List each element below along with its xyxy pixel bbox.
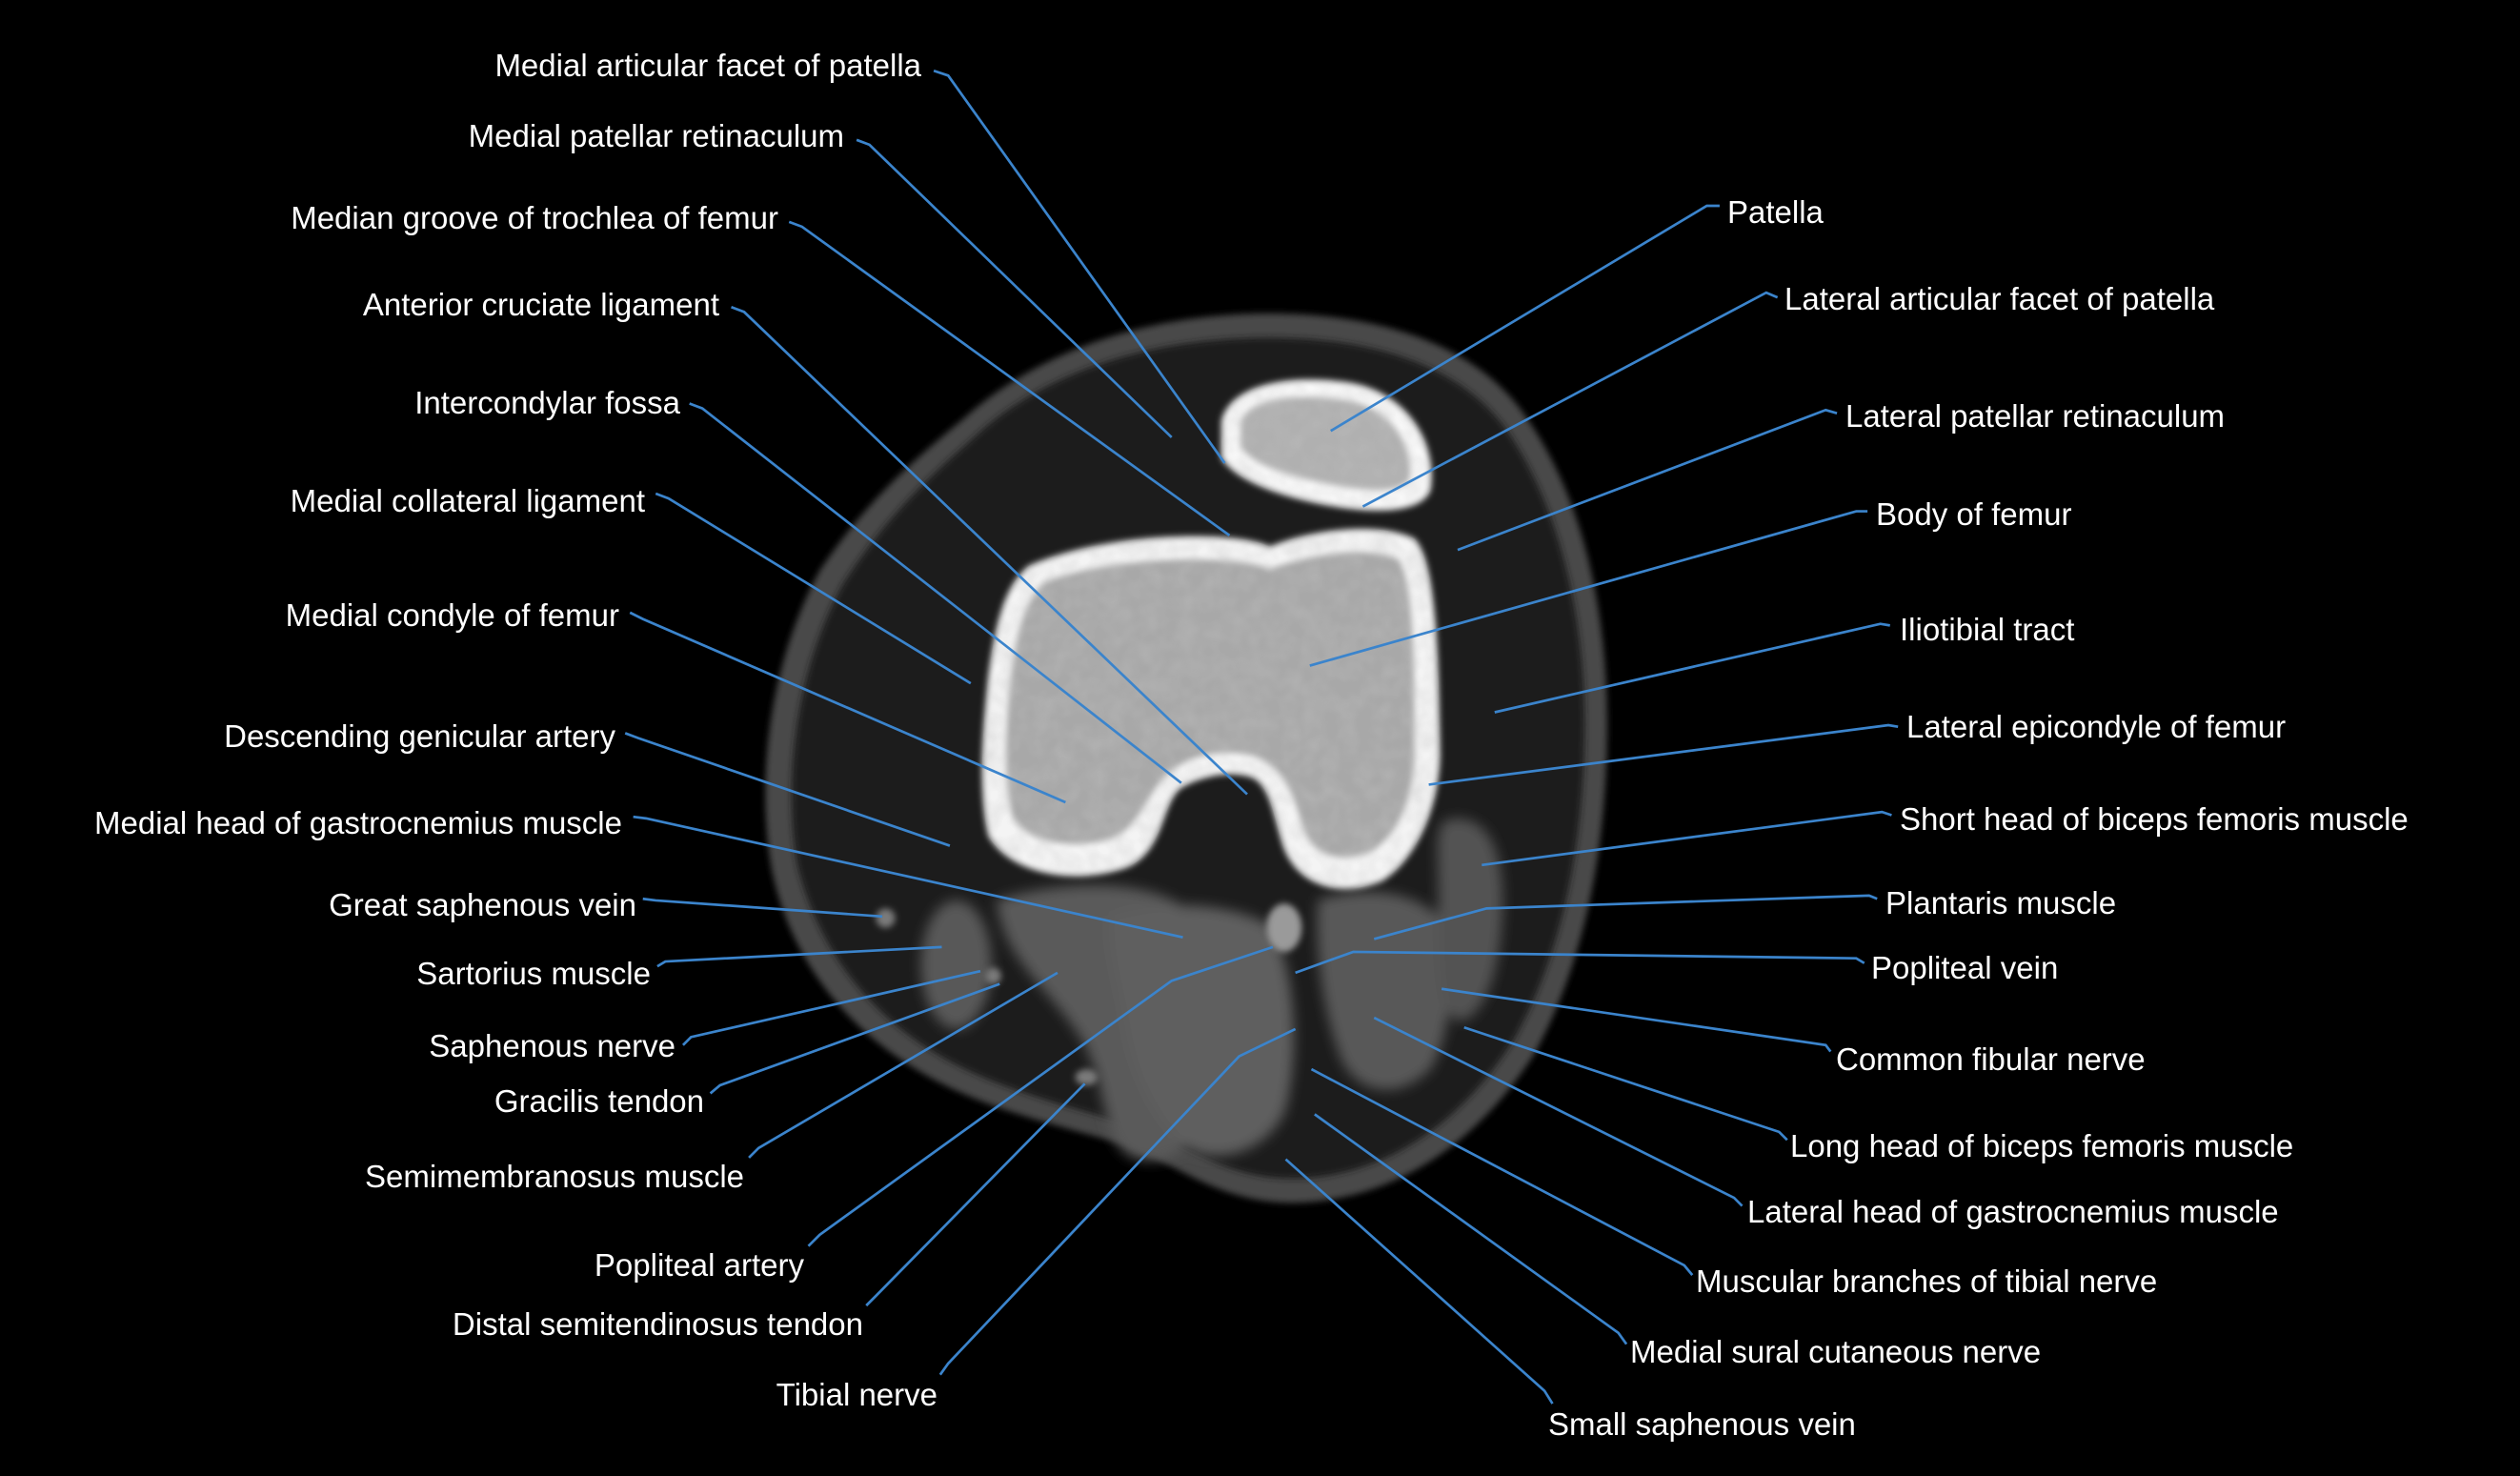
label-anterior-cruciate-ligament: Anterior cruciate ligament (362, 287, 719, 322)
label-lateral-articular-facet-of-patella: Lateral articular facet of patella (1784, 281, 2215, 316)
label-descending-genicular-artery: Descending genicular artery (224, 718, 615, 754)
leader-lines-left (624, 69, 1297, 1376)
leader-median-groove (788, 220, 1231, 536)
label-sartorius-muscle: Sartorius muscle (416, 956, 651, 991)
leader-semitendinosus (865, 1082, 1086, 1307)
label-long-head-of-biceps-femoris: Long head of biceps femoris muscle (1790, 1128, 2294, 1163)
leader-lateral-patellar-retinaculum (1457, 408, 1838, 552)
label-short-head-of-biceps-femoris: Short head of biceps femoris muscle (1900, 801, 2409, 837)
label-lateral-patellar-retinaculum: Lateral patellar retinaculum (1845, 398, 2226, 434)
label-iliotibial-tract: Iliotibial tract (1900, 612, 2075, 647)
label-great-saphenous-vein: Great saphenous vein (329, 887, 636, 922)
leader-intercondylar-fossa (689, 402, 1182, 784)
leader-lines-right (1284, 204, 1899, 1405)
label-plantaris-muscle: Plantaris muscle (1885, 885, 2117, 920)
leader-short-head-biceps (1482, 810, 1892, 867)
leader-medial-collateral (655, 492, 972, 685)
leader-lateral-epicondyle (1428, 723, 1899, 786)
leader-iliotibial-tract (1494, 622, 1890, 714)
label-popliteal-artery: Popliteal artery (594, 1247, 804, 1283)
label-intercondylar-fossa: Intercondylar fossa (414, 385, 680, 420)
leader-body-of-femur (1309, 510, 1868, 667)
leader-lateral-articular-facet (1361, 291, 1779, 508)
label-medial-sural-cutaneous-nerve: Medial sural cutaneous nerve (1630, 1334, 2042, 1369)
leader-semimembranosus (748, 971, 1058, 1159)
label-distal-semitendinosus-tendon: Distal semitendinosus tendon (452, 1306, 863, 1342)
leader-popliteal-vein (1295, 950, 1865, 975)
leader-medial-articular-facet (933, 69, 1226, 464)
leader-medial-gastrocnemius (633, 815, 1183, 940)
leader-muscular-branches (1310, 1067, 1694, 1276)
leader-popliteal-artery (807, 945, 1274, 1247)
label-common-fibular-nerve: Common fibular nerve (1836, 1041, 2146, 1077)
leader-plantaris (1373, 894, 1878, 940)
label-muscular-branches-of-tibial-nerve: Muscular branches of tibial nerve (1696, 1264, 2158, 1299)
label-body-of-femur: Body of femur (1876, 496, 2072, 532)
label-patella: Patella (1727, 194, 1824, 230)
label-saphenous-nerve: Saphenous nerve (429, 1028, 675, 1063)
label-medial-collateral-ligament: Medial collateral ligament (290, 483, 645, 518)
label-medial-articular-facet-of-patella: Medial articular facet of patella (494, 48, 921, 83)
leader-medial-condyle (629, 611, 1066, 804)
leader-patella (1330, 204, 1720, 433)
vessels (876, 903, 1302, 1085)
leader-medial-patellar-retinaculum (856, 138, 1173, 438)
leader-tibial-nerve (938, 1027, 1297, 1376)
leader-anterior-cruciate (731, 306, 1248, 796)
label-gracilis-tendon: Gracilis tendon (494, 1083, 704, 1119)
leader-great-saphenous (642, 897, 883, 919)
label-medial-head-of-gastrocnemius: Medial head of gastrocnemius muscle (94, 805, 622, 840)
label-lateral-epicondyle-of-femur: Lateral epicondyle of femur (1906, 709, 2287, 744)
leader-gracilis (709, 982, 1000, 1095)
label-medial-condyle-of-femur: Medial condyle of femur (285, 597, 619, 633)
leader-small-saphenous (1284, 1158, 1554, 1405)
label-small-saphenous-vein: Small saphenous vein (1548, 1406, 1856, 1442)
label-median-groove-of-trochlea: Median groove of trochlea of femur (291, 200, 778, 235)
leader-common-fibular (1441, 987, 1832, 1053)
label-lateral-head-of-gastrocnemius: Lateral head of gastrocnemius muscle (1747, 1194, 2279, 1229)
label-popliteal-vein: Popliteal vein (1871, 950, 2059, 985)
leader-sartorius (656, 945, 942, 968)
leader-medial-sural (1314, 1113, 1628, 1345)
leader-lateral-gastrocnemius (1373, 1016, 1744, 1207)
leader-long-head-biceps (1463, 1025, 1788, 1142)
leader-descending-genicular (624, 732, 951, 847)
label-semimembranosus-muscle: Semimembranosus muscle (365, 1159, 744, 1194)
label-medial-patellar-retinaculum: Medial patellar retinaculum (468, 118, 844, 153)
leader-saphenous-nerve (681, 969, 981, 1046)
label-tibial-nerve: Tibial nerve (776, 1377, 937, 1412)
